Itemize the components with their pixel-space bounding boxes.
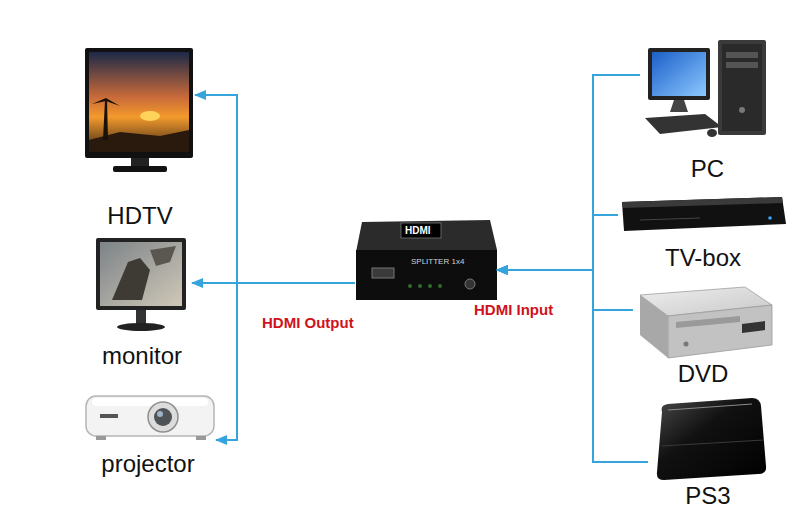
- projector-body: [86, 396, 214, 436]
- device-label: projector: [101, 450, 194, 478]
- projector-foot: [196, 436, 206, 440]
- pc-illustration: [645, 40, 766, 137]
- pc-mouse: [707, 129, 717, 137]
- device-label: DVD: [678, 360, 729, 388]
- pc-tower-front: [722, 44, 762, 131]
- pc-drive-bay: [726, 62, 758, 68]
- monitor-illustration: [96, 238, 186, 331]
- monitor-figure-2: [150, 246, 176, 266]
- pc-tower: [718, 40, 766, 135]
- hdmi-connector: [497, 270, 648, 462]
- power-jack: [465, 279, 475, 289]
- output-device: projector: [80, 383, 216, 478]
- tv-palm-leaf: [92, 98, 120, 106]
- tv-screen: [89, 52, 189, 152]
- projector-foot: [96, 436, 106, 440]
- projector-lens-glint: [157, 411, 163, 417]
- input-device: DVD: [633, 283, 773, 388]
- projector-illustration: [86, 396, 214, 440]
- device-marking: SPLITTER 1x4: [411, 258, 464, 267]
- pc-monitor-frame: [648, 48, 710, 100]
- tvbox-tray: [640, 218, 700, 220]
- tv-sun: [140, 111, 160, 121]
- pc-screen: [652, 52, 706, 96]
- monitor-base: [117, 323, 165, 331]
- tv-frame: [85, 48, 193, 158]
- dvd-front: [668, 305, 772, 358]
- projector-lens-ring: [148, 402, 178, 432]
- tvbox-top: [622, 197, 783, 208]
- ps3-body: [657, 398, 766, 480]
- pc-stand: [670, 100, 688, 112]
- tvbox-body: [622, 197, 786, 231]
- ps3-highlight: [668, 404, 752, 410]
- monitor-screen: [100, 242, 182, 306]
- splitter-illustration: [356, 220, 497, 300]
- led: [438, 284, 442, 288]
- ps3-seam: [662, 440, 764, 446]
- signal-label: HDMI Output: [262, 314, 354, 331]
- output-device: monitor: [92, 235, 192, 370]
- signal-label: HDMI Input: [474, 301, 553, 318]
- pc-drive-bay: [726, 52, 758, 58]
- tv-base: [113, 166, 167, 172]
- led: [418, 284, 422, 288]
- hdmi-connector: [497, 215, 618, 270]
- dvd-tray: [676, 316, 740, 328]
- pc-power-button: [739, 107, 745, 113]
- hdtv-illustration: [85, 48, 193, 172]
- monitor-figure: [112, 258, 150, 300]
- tvbox-led: [768, 216, 772, 220]
- splitter-logo-plate: [401, 223, 441, 238]
- device-label: monitor: [102, 342, 182, 370]
- hdmi-connector: [216, 283, 355, 440]
- ps3-illustration: [657, 398, 766, 480]
- input-device: PC: [640, 38, 775, 183]
- input-device: PS3: [648, 398, 768, 510]
- device-label: HDTV: [107, 202, 172, 230]
- device-logo: HDMI: [405, 225, 431, 236]
- projector-top: [92, 398, 208, 406]
- dvd-display: [742, 321, 765, 333]
- tv-palm: [103, 100, 108, 140]
- output-device: HDTV: [85, 45, 195, 230]
- hdmi-port: [372, 268, 394, 278]
- input-device: TV-box: [618, 192, 788, 272]
- monitor-frame: [96, 238, 186, 310]
- splitter-top: [356, 220, 497, 252]
- tv-neck: [131, 158, 149, 167]
- dvd-illustration: [640, 287, 772, 358]
- projector-lens: [154, 408, 172, 426]
- hdmi-connector: [497, 75, 640, 270]
- monitor-neck: [136, 310, 146, 324]
- hdmi-connector: [195, 95, 355, 283]
- dvd-button: [684, 342, 689, 347]
- splitter-front: [356, 250, 497, 300]
- tv-box-illustration: [622, 197, 786, 231]
- led: [428, 284, 432, 288]
- splitter-box: HDMI SPLITTER 1x4: [355, 220, 497, 302]
- device-label: PC: [691, 155, 724, 183]
- device-label: TV-box: [665, 244, 741, 272]
- dvd-side: [640, 295, 668, 358]
- projector-badge: [100, 414, 118, 418]
- led: [408, 284, 412, 288]
- device-label: PS3: [685, 482, 730, 510]
